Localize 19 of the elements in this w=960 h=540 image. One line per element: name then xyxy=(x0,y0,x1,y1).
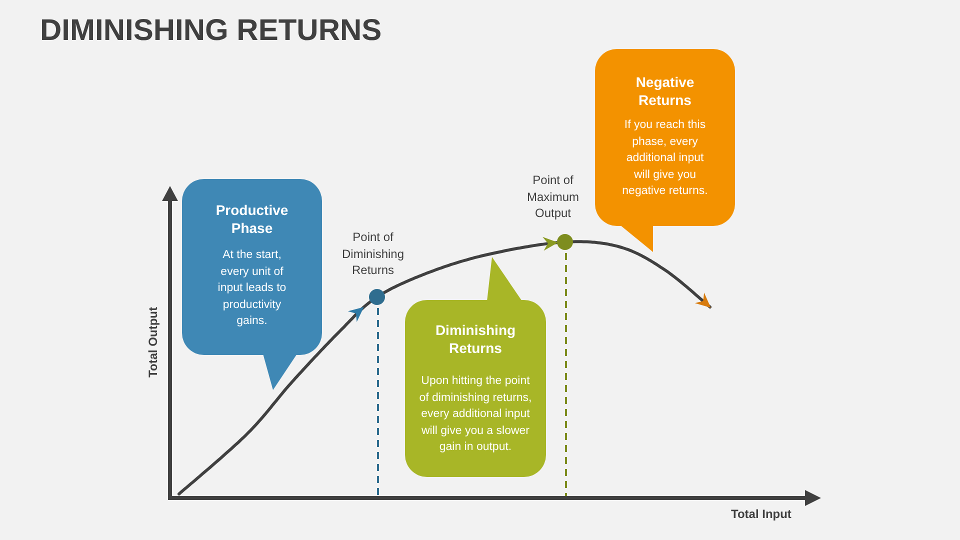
callout-text: Upon hitting the point of diminishing returns, every additional input will give you a slower gain in output. xyxy=(418,374,533,455)
callout-heading: Productive Phase xyxy=(214,201,290,237)
callout-heading: Negative Returns xyxy=(634,73,696,109)
curve-arrow xyxy=(382,236,558,294)
point-marker xyxy=(557,234,573,250)
page-title: DIMINISHING RETURNS xyxy=(40,14,382,48)
speech-bubble xyxy=(182,179,322,355)
axis-title: Total Input xyxy=(731,507,792,522)
callout-text: At the start, every unit of input leads to productivity gains. xyxy=(216,248,288,329)
point-label: Point of Maximum Output xyxy=(526,172,580,222)
callout-text: If you reach this phase, every additional input will give you negative returns. xyxy=(621,118,709,199)
point-label: Point of Diminishing Returns xyxy=(340,229,406,278)
axis-title: Total Output xyxy=(146,307,161,378)
speech-bubble xyxy=(595,49,735,226)
callout-heading: Diminishing Returns xyxy=(434,321,517,357)
curve-arrow xyxy=(572,240,712,308)
speech-bubble xyxy=(405,300,546,477)
point-marker xyxy=(369,289,385,305)
curve-arrow xyxy=(178,300,372,496)
